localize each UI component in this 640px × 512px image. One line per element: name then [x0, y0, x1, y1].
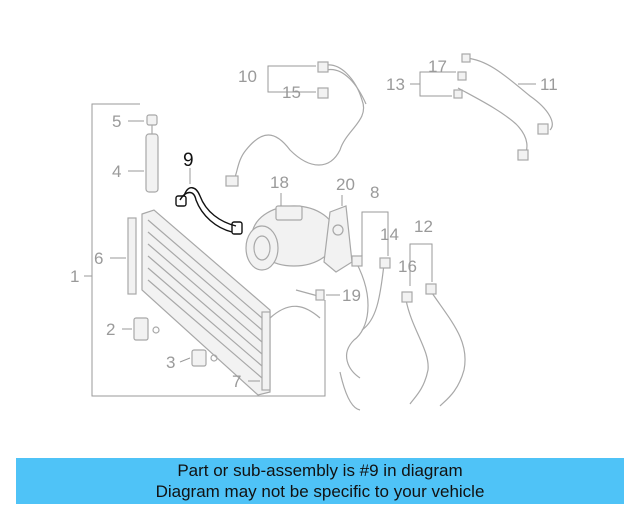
- bolt-19: [295, 289, 325, 301]
- condenser-frame: [91, 103, 326, 397]
- callout-7: 7: [232, 372, 241, 391]
- callout-13: 13: [386, 75, 405, 94]
- callout-2: 2: [106, 320, 115, 339]
- callout-15: 15: [282, 83, 301, 102]
- callout-4: 4: [112, 162, 121, 181]
- parts-diagram: 1 2 3 4 5 6 7 8 9 10 11 12 13 14 15 16 1…: [70, 53, 558, 411]
- callout-6: 6: [94, 249, 103, 268]
- callout-5: 5: [112, 112, 121, 131]
- callout-labels: 1 2 3 4 5 6 7 8 9 10 11 12 13 14 15 16 1…: [70, 57, 558, 391]
- callout-18: 18: [270, 173, 289, 192]
- callout-14: 14: [380, 225, 399, 244]
- callout-1: 1: [70, 267, 79, 286]
- callout-11: 11: [540, 75, 558, 94]
- callout-8: 8: [370, 183, 379, 202]
- callout-19: 19: [342, 286, 361, 305]
- callout-10: 10: [238, 67, 257, 86]
- callout-3: 3: [166, 353, 175, 372]
- callout-16: 16: [398, 257, 417, 276]
- bracket-2: [133, 317, 160, 341]
- callout-20: 20: [336, 175, 355, 194]
- hose-11: [453, 53, 553, 161]
- ac-lines: [339, 255, 466, 411]
- callout-17: 17: [428, 57, 447, 76]
- compressor-bracket: [323, 205, 353, 273]
- highlighted-hose-9: [175, 168, 243, 235]
- banner-line-2: Diagram may not be specific to your vehi…: [155, 482, 485, 501]
- hose-10: [225, 61, 367, 187]
- receiver-drier: [145, 114, 159, 193]
- info-banner: Part or sub-assembly is #9 in diagram Di…: [16, 458, 624, 504]
- callout-12: 12: [414, 217, 433, 236]
- condenser-core: [127, 209, 321, 396]
- banner-line-1: Part or sub-assembly is #9 in diagram: [177, 461, 463, 480]
- compressor: [245, 205, 337, 271]
- bracket-3: [191, 349, 218, 367]
- leader-lines: [84, 65, 536, 382]
- callout-9: 9: [183, 150, 194, 171]
